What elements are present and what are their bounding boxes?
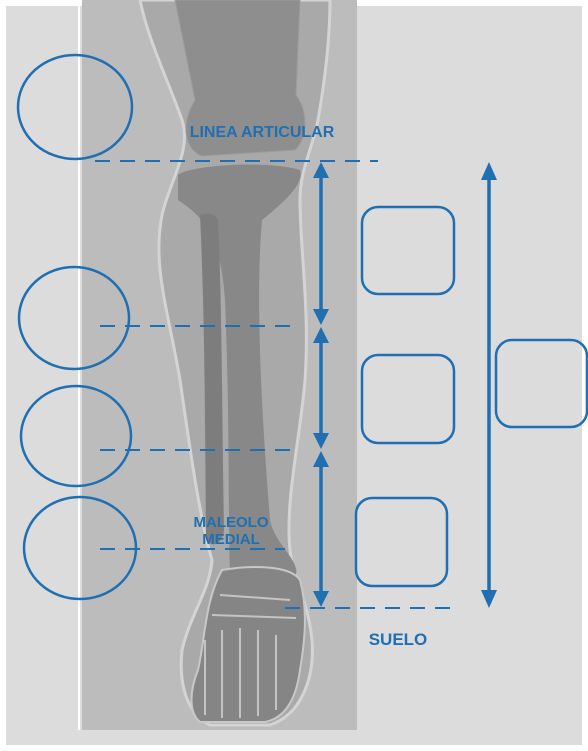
malleolus-label-line1: MALEOLO [194,514,269,531]
malleolus-label-line2: MEDIAL [202,531,260,548]
joint-line-label: LINEA ARTICULAR [190,124,335,141]
floor-label: SUELO [369,630,428,649]
